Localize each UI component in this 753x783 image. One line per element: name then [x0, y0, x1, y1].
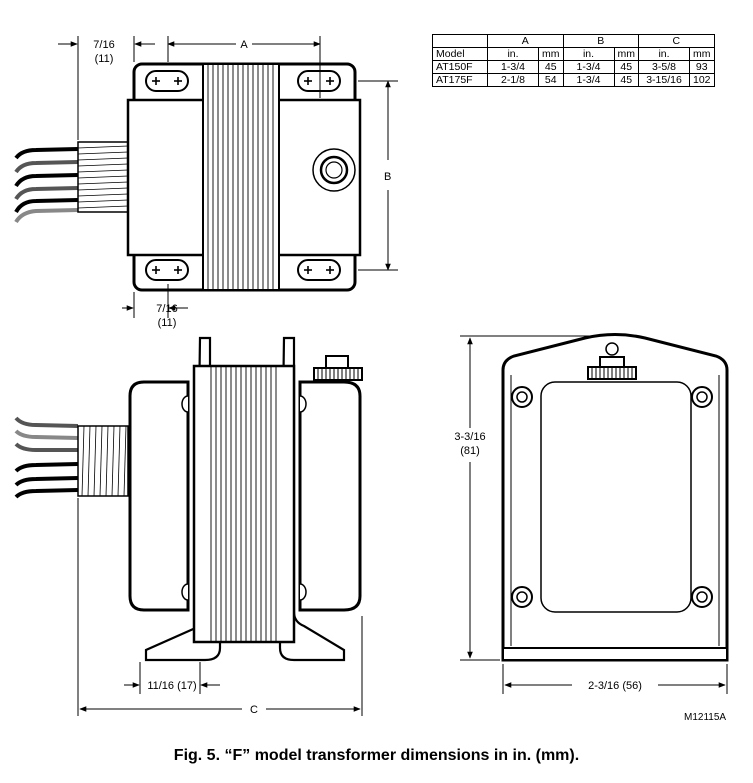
top-slot-holes: [145, 70, 341, 281]
table-cell: 3-5/8: [638, 60, 690, 74]
transformer-dimension-drawing: 7/16 (11) A B 7/16 (11): [14, 36, 729, 716]
top-left-offset-mm: (11): [95, 53, 114, 65]
table-cell: 3-15/16: [638, 73, 690, 87]
front-right-end-bell: [298, 380, 362, 612]
bottom-left-offset-in: 7/16: [156, 303, 177, 315]
table-header-c: C: [638, 34, 715, 48]
table-cell-model: AT150F: [432, 60, 488, 74]
side-terminal-icon: [587, 342, 637, 380]
front-wire-sleeve: [77, 425, 129, 497]
top-laminations: [202, 63, 280, 291]
side-width-label: 2-3/16 (56): [588, 680, 642, 692]
table-header-b: B: [562, 34, 639, 48]
dim-a-label: A: [240, 39, 248, 51]
table-subheader-b-in: in.: [562, 47, 615, 61]
front-left-end-bell: [128, 380, 190, 612]
table-subheader-a-mm: mm: [538, 47, 564, 61]
table-cell: 93: [689, 60, 715, 74]
side-mounting-holes: [511, 386, 713, 608]
front-view: 11/16 (17) C: [14, 336, 363, 716]
side-height-mm: (81): [460, 445, 480, 457]
table-cell: 1-3/4: [562, 60, 615, 74]
front-terminal-icon: [313, 355, 363, 381]
table-row: AT150F 1-3/4 45 1-3/4 45 3-5/8 93: [432, 60, 715, 74]
side-base-foot: [502, 647, 728, 661]
table-cell: 1-3/4: [487, 60, 539, 74]
table-subheader-c-in: in.: [638, 47, 690, 61]
side-view: 3-3/16 (81) 2-3/16 (56): [454, 333, 729, 694]
table-header-a: A: [487, 34, 564, 48]
table-cell: 1-3/4: [562, 73, 615, 87]
front-laminations: [192, 364, 296, 644]
figure-caption: Fig. 5. “F” model transformer dimensions…: [173, 747, 580, 764]
side-height-in: 3-3/16: [454, 431, 485, 443]
table-cell: 54: [538, 73, 564, 87]
table-subheader-row: Model in. mm in. mm in. mm: [432, 47, 715, 61]
table-row: AT175F 2-1/8 54 1-3/4 45 3-15/16 102: [432, 73, 715, 87]
figure-id: M12115A: [684, 712, 727, 723]
table-cell: 102: [689, 73, 715, 87]
dim-c-label: C: [250, 704, 258, 716]
dim-b-label: B: [384, 171, 391, 183]
front-offset-label: 11/16 (17): [147, 680, 196, 692]
table-cell: 45: [613, 60, 639, 74]
table-cell-model: AT175F: [432, 73, 488, 87]
table-subheader-model: Model: [432, 47, 488, 61]
top-left-offset-in: 7/16: [93, 39, 114, 51]
table-cell: 45: [613, 73, 639, 87]
table-cell: 45: [538, 60, 564, 74]
bottom-left-offset-mm: (11): [158, 317, 177, 329]
table-header-blank: [432, 34, 488, 48]
side-coil-window: [540, 381, 692, 613]
top-lead-wires: [14, 147, 79, 224]
top-view: 7/16 (11) A B 7/16 (11): [14, 36, 398, 329]
front-lead-wires: [14, 416, 79, 499]
model-dimension-table: A B C Model in. mm in. mm in. mm AT150F …: [432, 34, 715, 87]
table-cell: 2-1/8: [487, 73, 539, 87]
table-subheader-c-mm: mm: [689, 47, 715, 61]
table-subheader-a-in: in.: [487, 47, 539, 61]
table-header-row: A B C: [432, 34, 715, 48]
table-subheader-b-mm: mm: [613, 47, 639, 61]
